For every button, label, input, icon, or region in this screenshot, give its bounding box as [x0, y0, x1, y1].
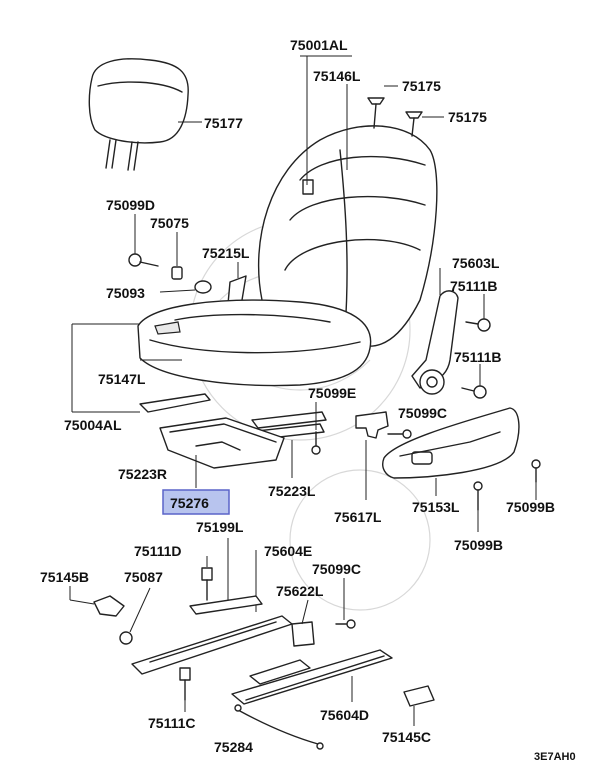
label-75604D[interactable]: 75604D	[320, 707, 369, 723]
label-75099E[interactable]: 75099E	[308, 385, 356, 401]
screw-75099E[interactable]	[311, 431, 321, 455]
rail-75223R[interactable]	[139, 393, 211, 413]
cable-75284[interactable]	[234, 704, 324, 750]
pin-75175-a[interactable]	[367, 97, 385, 129]
bracket-75617L[interactable]	[355, 411, 389, 439]
clip-75093[interactable]	[194, 280, 212, 294]
label-75617L[interactable]: 75617L	[334, 509, 382, 525]
label-75001AL[interactable]: 75001AL	[290, 37, 348, 53]
label-75099D[interactable]: 75099D	[106, 197, 155, 213]
bolt-75111B-b[interactable]	[461, 385, 487, 399]
label-75099C-b[interactable]: 75099C	[312, 561, 361, 577]
label-75622L[interactable]: 75622L	[276, 583, 324, 599]
leader-75093	[159, 289, 196, 293]
leader-75087	[129, 587, 151, 633]
track-75604E[interactable]	[131, 595, 293, 675]
bolt-75099C-a[interactable]	[387, 429, 412, 439]
label-75284[interactable]: 75284	[214, 739, 253, 755]
bolt-75099B-b[interactable]	[473, 481, 483, 511]
label-75099C-a[interactable]: 75099C	[398, 405, 447, 421]
label-75111B-a[interactable]: 75111B	[450, 278, 498, 294]
seat-back-part[interactable]	[257, 125, 438, 347]
bolt-75099B-a[interactable]	[531, 459, 541, 483]
label-75223R[interactable]: 75223R	[118, 466, 167, 482]
label-75111B-b[interactable]: 75111B	[454, 349, 502, 365]
label-75093[interactable]: 75093	[106, 285, 145, 301]
leader-75145B-b	[69, 599, 95, 605]
tray-75276[interactable]	[159, 417, 285, 469]
bolt-75111D[interactable]	[201, 567, 213, 601]
label-75215L[interactable]: 75215L	[202, 245, 250, 261]
label-75145B[interactable]: 75145B	[40, 569, 89, 585]
label-75199L[interactable]: 75199L	[196, 519, 244, 535]
seat-cushion-part[interactable]	[137, 299, 372, 387]
recliner-part[interactable]	[411, 290, 459, 395]
highlight-box-75276	[162, 489, 230, 515]
label-75147L[interactable]: 75147L	[98, 371, 146, 387]
label-75603L[interactable]: 75603L	[452, 255, 500, 271]
side-cover-75153L[interactable]	[382, 407, 520, 479]
label-75145C[interactable]: 75145C	[382, 729, 431, 745]
clip-75145C[interactable]	[403, 685, 435, 707]
label-75276[interactable]: 75276	[170, 495, 209, 511]
headrest-part[interactable]	[88, 58, 189, 171]
label-75004AL[interactable]: 75004AL	[64, 417, 122, 433]
label-75175-b[interactable]: 75175	[448, 109, 487, 125]
label-75223L[interactable]: 75223L	[268, 483, 316, 499]
bolt-75099C-b[interactable]	[335, 619, 356, 629]
bracket-75622L[interactable]	[291, 621, 315, 647]
bolt-75099D[interactable]	[128, 253, 159, 267]
track-75604D[interactable]	[231, 649, 393, 705]
label-75111D[interactable]: 75111D	[134, 543, 182, 559]
label-75099B-b[interactable]: 75099B	[454, 537, 503, 553]
label-75146L[interactable]: 75146L	[313, 68, 361, 84]
clip-75145B[interactable]	[93, 595, 125, 617]
label-75604E[interactable]: 75604E	[264, 543, 312, 559]
label-75099B-a[interactable]: 75099B	[506, 499, 555, 515]
label-75075[interactable]: 75075	[150, 215, 189, 231]
label-75175-a[interactable]: 75175	[402, 78, 441, 94]
diagram-code: 3E7AH0	[534, 751, 576, 763]
nut-75075[interactable]	[171, 266, 183, 280]
nut-75087[interactable]	[119, 631, 133, 645]
label-75177[interactable]: 75177	[204, 115, 243, 131]
bolt-75111B-a[interactable]	[465, 318, 491, 332]
label-75111C[interactable]: 75111C	[148, 715, 196, 731]
pin-75175-b[interactable]	[405, 111, 423, 137]
bolt-75111C[interactable]	[179, 667, 191, 701]
leader-75622L	[301, 599, 309, 625]
label-75087[interactable]: 75087	[124, 569, 163, 585]
label-75153L[interactable]: 75153L	[412, 499, 460, 515]
